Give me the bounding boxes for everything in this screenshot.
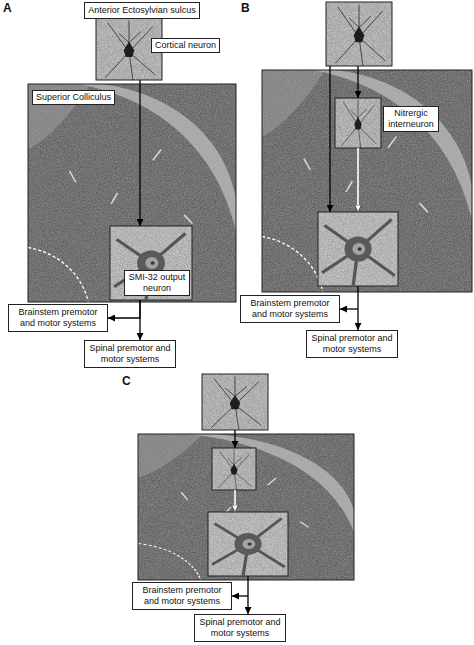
image-region: Cortical neuron [96,18,220,80]
image-border [202,374,268,430]
arrow [329,66,330,212]
image-border [138,434,354,580]
white-arrow [234,490,236,512]
neuron-image [110,226,192,300]
system-box: Brainstem premotor and motor systems [132,582,232,610]
node-text: Anterior Ectosylvian sulcus [88,5,196,16]
arrow [247,576,248,614]
image-border [318,212,398,286]
arrow [357,66,358,98]
image-border [212,448,256,490]
connector [139,300,140,340]
neuron-image [335,98,381,148]
node-text: Brainstem premotor and motor systems [136,585,228,607]
system-box: Brainstem premotor and motor systems [8,304,108,332]
panel-letter-holder: A [3,1,12,15]
image-border [28,84,236,302]
node-text: Spinal premotor and motor systems [198,617,282,639]
image-region: Superior ColliculusSMI-32 output neuron [28,84,236,302]
connector [139,80,140,226]
panel-letter-holder: C [122,374,131,388]
system-box: Spinal premotor and motor systems [84,340,176,368]
arrow [232,595,248,596]
arrow [340,308,358,309]
neuron-image [212,448,256,490]
node-text: Superior Colliculus [36,92,111,103]
panel-letter: A [3,1,12,15]
image-border [110,226,192,300]
system-box: Brainstem premotor and motor systems [240,295,340,323]
white-arrow [357,148,359,212]
neuron-image [202,374,268,430]
label-patch: Nitrergic interneuron [383,106,439,132]
node-text: SMI-32 output neuron [128,272,186,294]
system-box: Anterior Ectosylvian sulcus [84,2,200,19]
image-border [335,98,381,148]
node-text: Spinal premotor and motor systems [88,343,172,365]
system-box: Spinal premotor and motor systems [306,330,398,358]
colliculus-image [28,84,236,302]
neuron-image [326,2,392,66]
connector [108,300,140,318]
image-region: SMI-32 output neuron [110,226,192,300]
label-patch: SMI-32 output neuron [124,270,190,296]
image-border [326,2,392,66]
image-border [262,70,472,292]
neuron-image [208,512,288,576]
arrow [357,286,358,330]
colliculus-image [262,70,472,292]
image-border [208,512,288,576]
node-text: Cortical neuron [155,40,216,51]
panel-letter-holder: B [241,1,250,15]
image-region: Nitrergic interneuron [335,98,439,148]
label-patch: Superior Colliculus [32,90,115,105]
colliculus-image [138,434,354,580]
node-text: Brainstem premotor and motor systems [244,298,336,320]
arrow [234,430,235,448]
node-text: Brainstem premotor and motor systems [12,307,104,329]
node-text: Nitrergic interneuron [387,108,435,130]
system-box: Spinal premotor and motor systems [194,614,286,642]
neuron-image [318,212,398,286]
panel-letter: B [241,1,250,15]
label-patch: Cortical neuron [151,38,220,53]
panel-letter: C [122,374,131,388]
node-text: Spinal premotor and motor systems [310,333,394,355]
